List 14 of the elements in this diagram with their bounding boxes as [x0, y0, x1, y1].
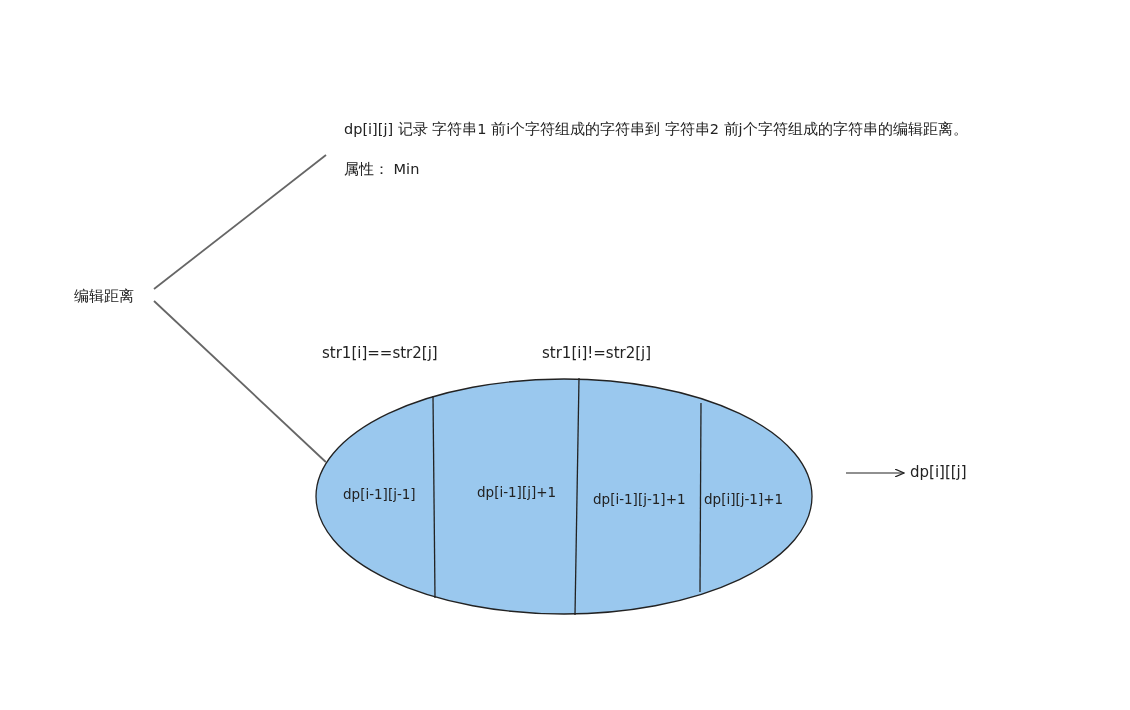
ellipse-shape — [315, 378, 813, 615]
node-label: 编辑距离 — [74, 287, 134, 306]
formula-text: dp[i-1][j-1] — [343, 486, 416, 502]
property-text: 属性： Min — [344, 160, 420, 179]
description-text: dp[i][j] 记录 字符串1 前i个字符组成的字符串到 字符串2 前j个字符组成的字符串的编辑距离。 — [344, 120, 968, 139]
condition-label: str1[i]!=str2[j] — [542, 344, 652, 362]
connector-line — [153, 300, 327, 463]
formula-text: dp[i-1][j-1]+1 — [593, 491, 686, 507]
condition-label: str1[i]==str2[j] — [322, 344, 438, 362]
connector-line — [153, 154, 327, 290]
result-label: dp[i][[j] — [910, 463, 967, 481]
formula-text: dp[i][j-1]+1 — [704, 491, 784, 507]
formula-text: dp[i-1][j]+1 — [477, 484, 557, 500]
arrow — [845, 468, 905, 478]
